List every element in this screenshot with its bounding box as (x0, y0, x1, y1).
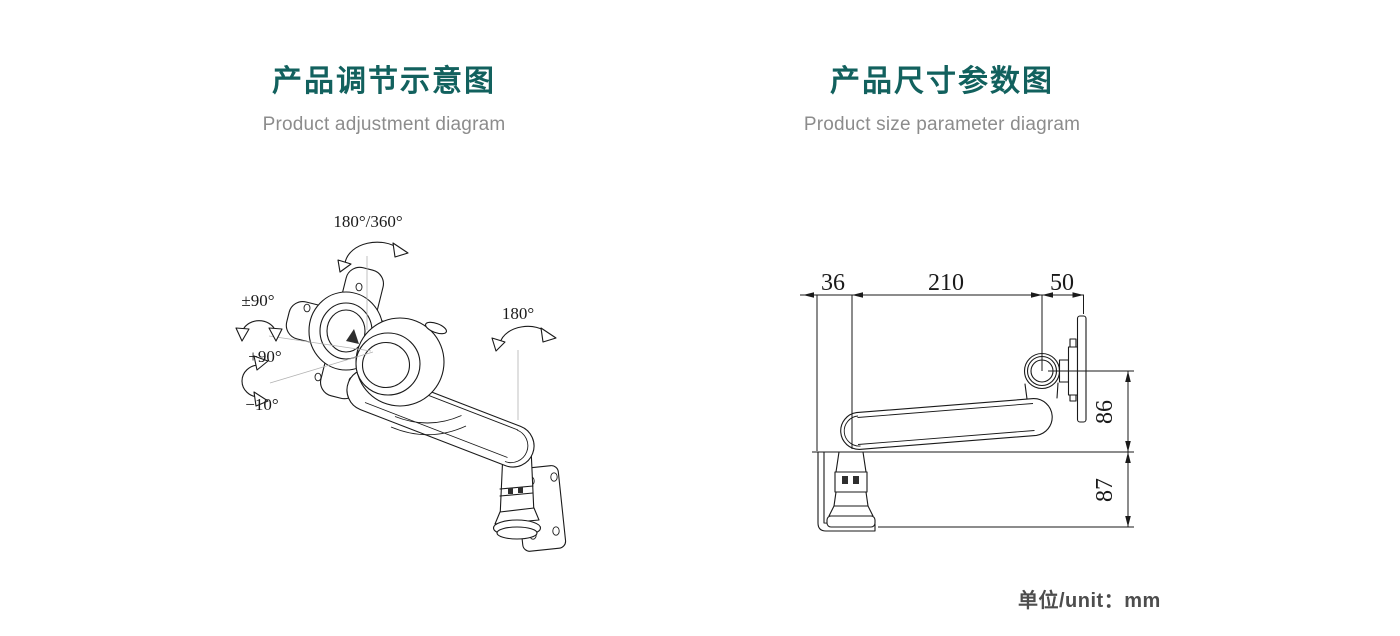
left-panel-title: 产品调节示意图 (272, 65, 496, 98)
arm-swivel-arrow (491, 325, 557, 352)
dim-arm-length: 210 (928, 270, 964, 296)
clamp-column (826, 451, 876, 528)
right-panel-header: 产品尺寸参数图 Product size parameter diagram (742, 64, 1142, 136)
dim-base-height: 87 (1092, 478, 1118, 502)
right-panel-title: 产品尺寸参数图 (830, 65, 1054, 98)
unit-note: 单位/unit：mm (1018, 590, 1161, 612)
tilt-up-label: +90° (248, 347, 281, 366)
dimension-diagram-drawing: 36 210 50 86 87 (800, 270, 1134, 532)
vesa-swivel-arrow (235, 320, 283, 342)
arm-side (840, 398, 1053, 450)
right-panel-subtitle: Product size parameter diagram (803, 114, 1081, 135)
head-rotation-arrow (337, 241, 409, 273)
adjustment-diagram-drawing: 180°/360° ±90° +90° −10° 180° (235, 212, 567, 552)
arm-swivel-label: 180° (502, 304, 534, 323)
left-panel-header: 产品调节示意图 Product adjustment diagram (184, 64, 584, 136)
vesa-swivel-label: ±90° (241, 291, 274, 310)
vesa-head (1058, 315, 1087, 423)
tilt-arrow (241, 355, 269, 407)
dim-base-offset: 36 (821, 270, 845, 296)
dim-head-length: 50 (1050, 270, 1074, 296)
leader-lines (268, 256, 519, 420)
vertical-dimension (878, 370, 1134, 528)
tilt-down-label: −10° (245, 395, 278, 414)
horizontal-dimension (800, 292, 1084, 451)
ball-joint (355, 317, 448, 407)
head-rotation-label: 180°/360° (333, 212, 402, 231)
left-panel-subtitle: Product adjustment diagram (262, 114, 506, 135)
dim-head-height: 86 (1092, 400, 1118, 424)
